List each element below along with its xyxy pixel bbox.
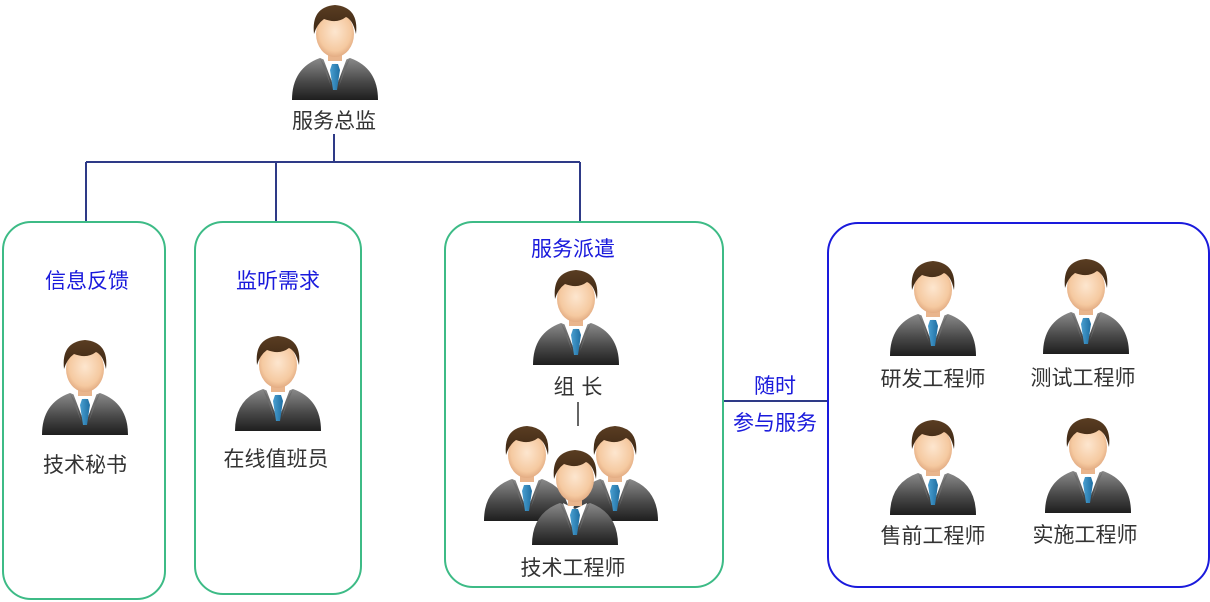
- test-engineer-label: 测试工程师: [1031, 366, 1136, 390]
- dispatch-title: 服务派遣: [531, 237, 615, 261]
- rd-engineer-label: 研发工程师: [881, 367, 986, 391]
- dispatch-group-box: [444, 221, 724, 588]
- feedback-title: 信息反馈: [45, 269, 129, 293]
- secretary-label: 技术秘书: [43, 453, 127, 477]
- businessman-icon: [890, 261, 976, 356]
- implementation-engineer-label: 实施工程师: [1033, 523, 1138, 547]
- feedback-group-box: [2, 221, 166, 600]
- experts-group-box: [827, 222, 1210, 588]
- businessman-icon: [1045, 418, 1131, 513]
- monitor-group-box: [194, 221, 362, 595]
- monitor-title: 监听需求: [236, 269, 320, 293]
- director-label: 服务总监: [292, 109, 376, 133]
- presales-engineer-label: 售前工程师: [881, 524, 986, 548]
- link-label-line2: 参与服务: [733, 411, 817, 435]
- duty-officer-label: 在线值班员: [224, 447, 329, 471]
- engineer-team: [484, 426, 658, 545]
- businessman-icon: [235, 336, 321, 431]
- leader-label: 组 长: [554, 375, 603, 399]
- businessman-icon: [533, 270, 619, 365]
- businessman-icon: [890, 420, 976, 515]
- businessman-icon: [292, 5, 378, 100]
- businessman-icon: [1043, 259, 1129, 354]
- businessman-icon: [42, 340, 128, 435]
- engineers-label: 技术工程师: [521, 556, 626, 580]
- org-lines: [85, 134, 828, 426]
- link-label-line1: 随时: [754, 374, 796, 398]
